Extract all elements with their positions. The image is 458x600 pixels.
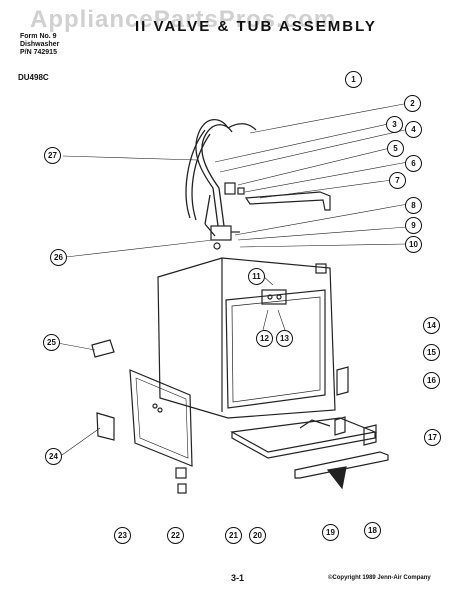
callout-19: 19 xyxy=(322,524,339,541)
product-type: Dishwasher xyxy=(20,41,60,48)
access-panel xyxy=(129,369,193,467)
callout-4: 4 xyxy=(405,121,422,138)
page-number: 3-1 xyxy=(231,573,245,583)
watermark: AppliancePartsPros.com xyxy=(30,6,337,33)
callout-22: 22 xyxy=(167,527,184,544)
callout-9: 9 xyxy=(405,217,422,234)
callout-20: 20 xyxy=(249,527,266,544)
callout-21: 21 xyxy=(225,527,242,544)
diagram-title: II VALVE & TUB ASSEMBLY xyxy=(135,18,377,35)
inlet-valve xyxy=(210,225,240,250)
callout-5: 5 xyxy=(387,140,404,157)
callout-24: 24 xyxy=(45,448,62,465)
tub xyxy=(157,257,336,419)
callout-16: 16 xyxy=(423,372,440,389)
callout-1: 1 xyxy=(345,71,362,88)
callout-11: 11 xyxy=(248,268,265,285)
leader-lines xyxy=(51,102,410,456)
callout-27: 27 xyxy=(44,147,61,164)
callout-3: 3 xyxy=(386,116,403,133)
callout-6: 6 xyxy=(405,155,422,172)
callout-15: 15 xyxy=(423,344,440,361)
callout-13: 13 xyxy=(276,330,293,347)
callout-7: 7 xyxy=(389,172,406,189)
callout-18: 18 xyxy=(364,522,381,539)
callout-26: 26 xyxy=(50,249,67,266)
callout-14: 14 xyxy=(423,317,440,334)
callout-23: 23 xyxy=(114,527,131,544)
copyright: ©Copyright 1989 Jenn-Air Company xyxy=(328,575,431,581)
callout-12: 12 xyxy=(256,330,273,347)
base-tray xyxy=(230,417,378,459)
callout-25: 25 xyxy=(43,334,60,351)
callout-8: 8 xyxy=(405,197,422,214)
form-number: Form No. 9 xyxy=(20,33,57,40)
hoses xyxy=(185,118,257,237)
model-number: DU498C xyxy=(18,73,49,82)
callout-17: 17 xyxy=(424,429,441,446)
callout-10: 10 xyxy=(405,236,422,253)
callout-2: 2 xyxy=(404,95,421,112)
part-number: P/N 742915 xyxy=(20,49,57,56)
